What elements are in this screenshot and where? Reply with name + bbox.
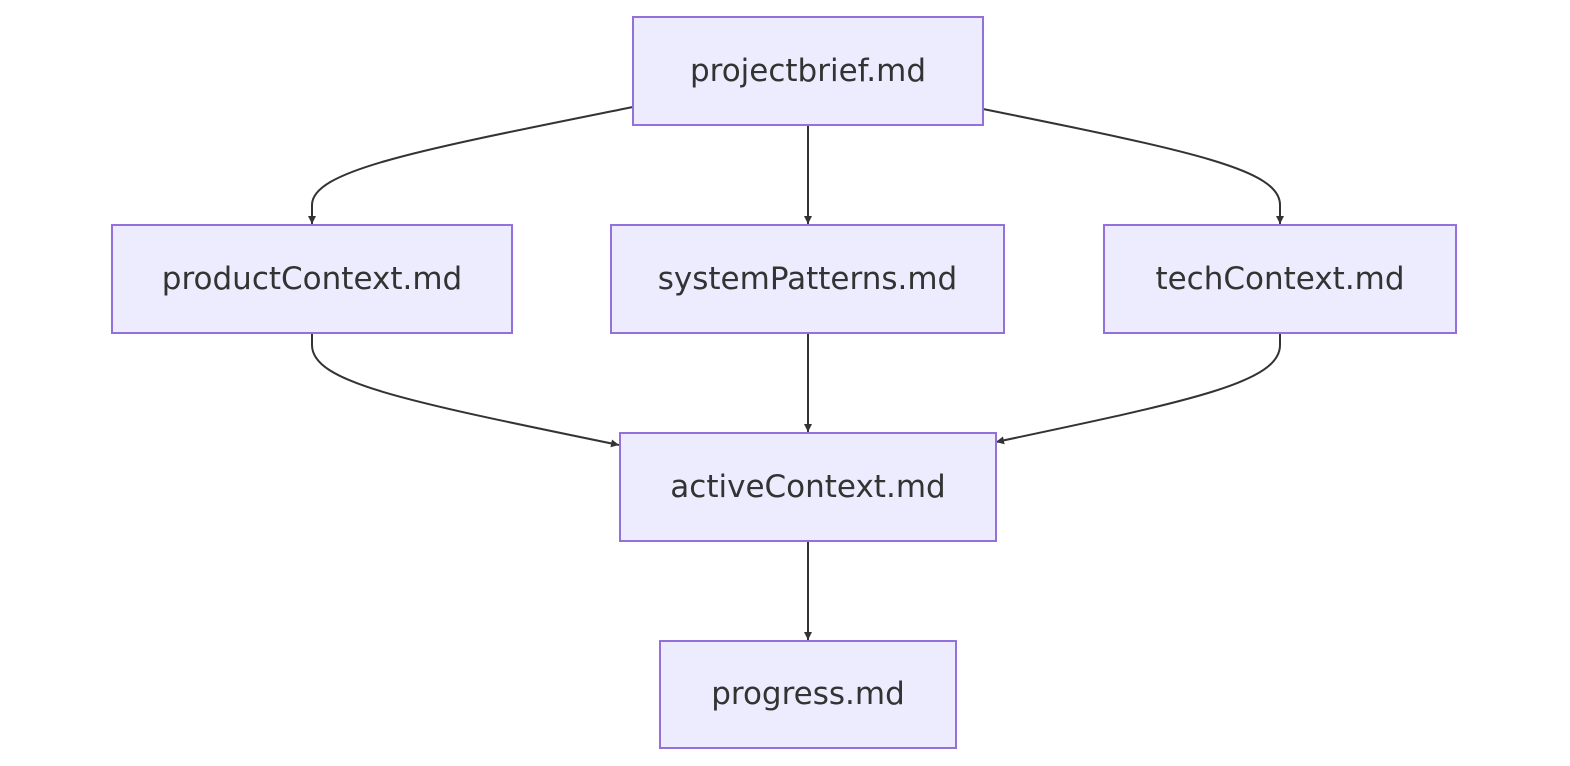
node-label: activeContext.md: [670, 469, 945, 505]
node-productcontext: productContext.md: [111, 224, 513, 334]
node-activecontext: activeContext.md: [619, 432, 997, 542]
edge-techcontext-to-activecontext: [995, 333, 1281, 445]
node-label: projectbrief.md: [690, 53, 926, 89]
node-projectbrief: projectbrief.md: [632, 16, 984, 126]
edge-projectbrief-to-productcontext: [308, 106, 634, 224]
edge-projectbrief-to-techcontext: [982, 108, 1284, 224]
node-systempatterns: systemPatterns.md: [610, 224, 1005, 334]
node-label: progress.md: [711, 676, 905, 712]
node-progress: progress.md: [659, 640, 957, 749]
node-label: productContext.md: [162, 261, 462, 297]
node-label: techContext.md: [1155, 261, 1404, 297]
edge-productcontext-to-activecontext: [311, 333, 620, 448]
node-techcontext: techContext.md: [1103, 224, 1457, 334]
edges: [308, 106, 1284, 640]
node-label: systemPatterns.md: [658, 261, 957, 297]
